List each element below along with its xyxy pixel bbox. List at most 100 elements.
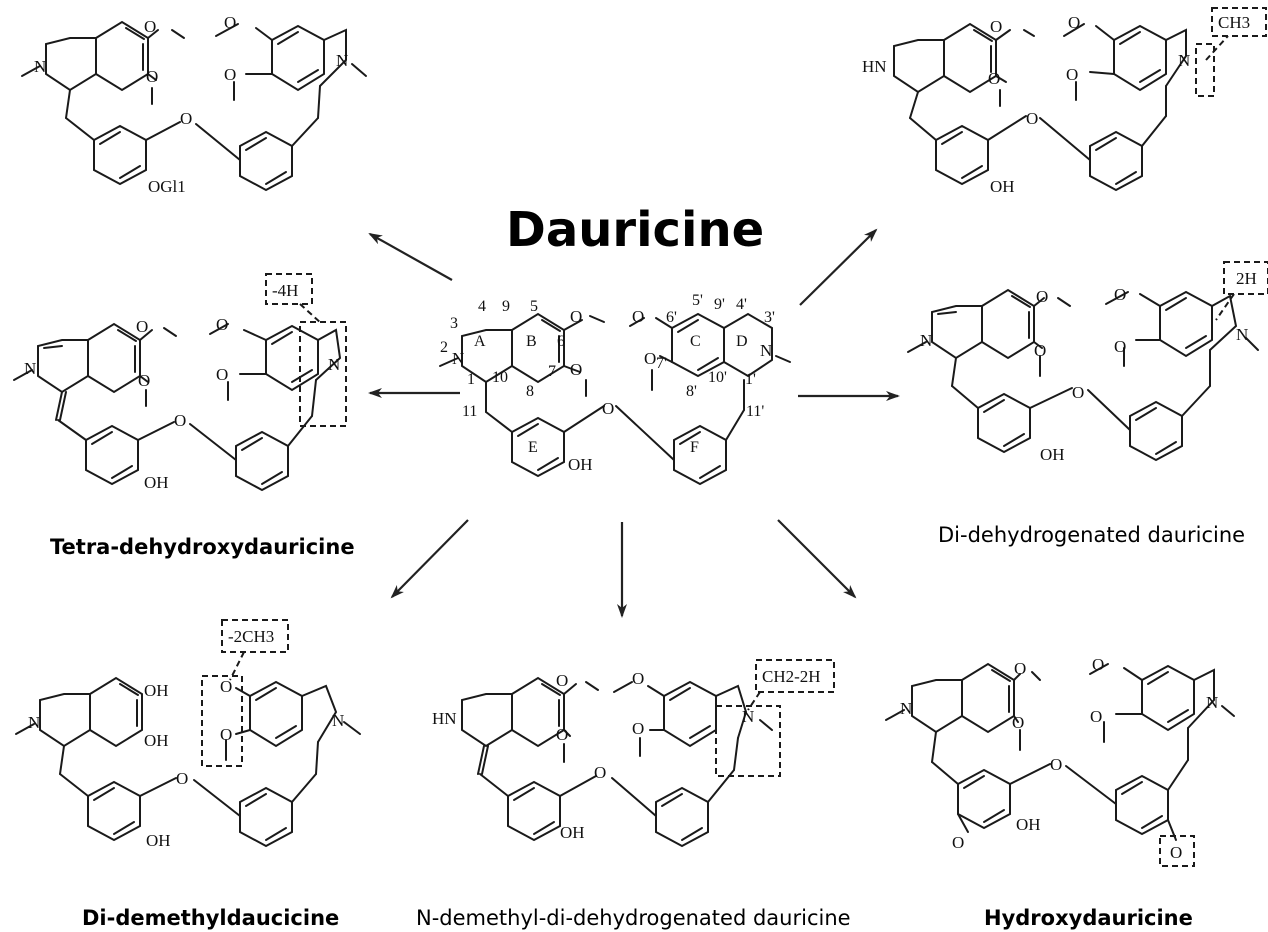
label-tetra-dehydroxydauricine: Tetra-dehydroxydauricine (50, 535, 355, 559)
metabolite-tetra-dehydro: N N O O O O O OH -4H (13, 273, 347, 492)
ring-letter-b: B (526, 333, 537, 350)
atom-o: O (1012, 713, 1024, 732)
pos-2: 2 (440, 339, 448, 356)
atom-o-ether: O (602, 399, 614, 418)
pos-10: 10 (492, 369, 508, 386)
atom-o: O (136, 317, 148, 336)
atom-o: O (1014, 659, 1026, 678)
pos-4-prime: 4' (736, 296, 747, 313)
atom-o: O (1114, 285, 1126, 304)
arrow-to-top-left (368, 233, 453, 281)
atom-o: O (1072, 383, 1084, 402)
pos-8: 8 (526, 383, 534, 400)
atom-oh: OH (146, 831, 171, 850)
atom-n: N (34, 57, 46, 76)
metabolite-di-dehydrogenated: N N O O O O O OH 2H (907, 261, 1268, 464)
atom-o: O (220, 725, 232, 744)
atom-n: N (332, 711, 344, 730)
ring-letter-c: C (690, 333, 701, 350)
atom-o-b6: O (570, 307, 582, 326)
metabolite-di-demethyl: N N OH OH O O O OH -2CH3 (15, 619, 361, 850)
ring-letter-d: D (736, 333, 748, 350)
atom-o: O (138, 371, 150, 390)
pos-1-prime: 1' (745, 371, 756, 388)
atom-o: O (952, 833, 964, 852)
pos-9-prime: 9' (714, 296, 725, 313)
pos-4: 4 (478, 298, 486, 315)
atom-oh: OH (144, 731, 169, 750)
atom-o: O (220, 677, 232, 696)
atom-n-a: N (452, 349, 464, 368)
atom-oh: OH (990, 177, 1015, 196)
metabolite-glucuronide: N N O O O O O OGl1 (21, 13, 367, 196)
atom-n: N (28, 713, 40, 732)
atom-o-b7: O (570, 360, 582, 379)
atom-oh: OH (144, 473, 169, 492)
atom-oh-e: OH (568, 455, 593, 474)
atom-o: O (556, 725, 568, 744)
annotation-ch3: CH3 (1218, 13, 1250, 32)
annotation-minus-4h: -4H (272, 281, 298, 300)
annotation-oxygen: O (1170, 843, 1182, 862)
atom-hn: HN (862, 57, 887, 76)
atom-n: N (1178, 51, 1190, 70)
pos-10-prime: 10' (708, 369, 727, 386)
arrows (368, 228, 900, 618)
pos-6-prime: 6' (666, 309, 677, 326)
atom-o: O (176, 769, 188, 788)
atom-oh: OH (560, 823, 585, 842)
atom-o: O (990, 17, 1002, 36)
atom-o: O (144, 17, 156, 36)
annotation-plus-2h: 2H (1236, 269, 1257, 288)
pos-7: 7 (548, 363, 556, 380)
atom-o: O (988, 69, 1000, 88)
atom-o: O (180, 109, 192, 128)
atom-o: O (224, 65, 236, 84)
pos-11: 11 (462, 403, 477, 420)
metabolite-n-demethyl-di-dehydro: HN N O O O O O OH CH2-2H (432, 659, 835, 848)
atom-o: O (1114, 337, 1126, 356)
atom-o: O (1092, 655, 1104, 674)
arrow-to-bottom-left (390, 519, 469, 599)
atom-n: N (1206, 693, 1218, 712)
atom-o: O (1066, 65, 1078, 84)
atom-oh: OH (144, 681, 169, 700)
atom-o: O (1050, 755, 1062, 774)
ring-letter-a: A (474, 333, 486, 350)
atom-o: O (224, 13, 236, 32)
atom-o: O (556, 671, 568, 690)
atom-o: O (632, 719, 644, 738)
pos-3: 3 (450, 315, 458, 332)
atom-o: O (216, 315, 228, 334)
atom-n: N (920, 331, 932, 350)
pos-6: 6 (557, 333, 565, 350)
metabolite-hydroxy: N N O O O O O OH O O (885, 655, 1235, 867)
atom-o: O (216, 365, 228, 384)
pos-7-prime: 7' (656, 355, 667, 372)
atom-n-d: N (760, 341, 772, 360)
pos-1: 1 (467, 371, 475, 388)
pos-5: 5 (530, 298, 538, 315)
atom-hn: HN (432, 709, 457, 728)
label-n-demethyl-di-dehydrogenated-dauricine: N-demethyl-di-dehydrogenated dauricine (416, 906, 851, 930)
pos-3-prime: 3' (764, 309, 775, 326)
atom-o-c6: O (632, 307, 644, 326)
atom-o: O (632, 669, 644, 688)
annotation-ch2-minus-2h: CH2-2H (762, 667, 821, 686)
atom-o: O (174, 411, 186, 430)
diagram-title: Dauricine (506, 202, 764, 258)
atom-o: O (146, 67, 158, 86)
atom-o: O (1036, 287, 1048, 306)
pos-5-prime: 5' (692, 292, 703, 309)
atom-n: N (328, 355, 340, 374)
atom-n: N (336, 51, 348, 70)
atom-ogl: OGl1 (148, 177, 186, 196)
atom-n: N (900, 699, 912, 718)
metabolite-n-demethyl: HN N O O O O O OH CH3 (862, 7, 1267, 196)
atom-o-c7: O (644, 349, 656, 368)
atom-oh: OH (1040, 445, 1065, 464)
ring-letter-f: F (690, 439, 699, 456)
atom-n: N (24, 359, 36, 378)
